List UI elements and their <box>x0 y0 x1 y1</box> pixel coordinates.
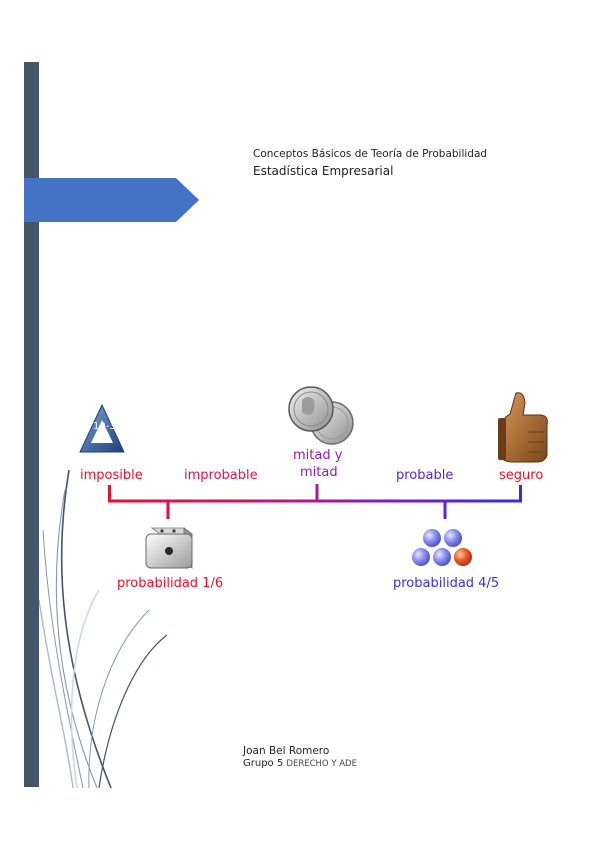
label-seguro: seguro <box>499 468 544 483</box>
label-improbable: improbable <box>184 468 258 483</box>
author-block: Joan Bel Romero Grupo 5 DERECHO Y ADE <box>243 745 357 769</box>
decorative-swirls <box>39 470 168 788</box>
cover-title-block: Conceptos Básicos de Teoría de Probabili… <box>253 148 487 178</box>
label-mitad-line1: mitad y <box>293 448 343 463</box>
impossible-triangle-icon: 10-3 <box>79 403 125 453</box>
thumbs-up-icon <box>498 392 548 463</box>
balls-icon <box>412 529 472 566</box>
author-group-prefix: Grupo 5 <box>243 758 284 769</box>
cover-sidebar-bar <box>24 62 39 787</box>
cover-accent-pentagon <box>24 178 199 222</box>
dice-icon <box>145 527 194 569</box>
label-imposible: imposible <box>80 468 143 483</box>
document-title: Conceptos Básicos de Teoría de Probabili… <box>253 148 488 160</box>
scale-line <box>108 484 522 519</box>
author-group: Grupo 5 DERECHO Y ADE <box>243 758 357 769</box>
coins-icon <box>288 386 354 445</box>
author-group-suffix: DERECHO Y ADE <box>286 759 357 769</box>
label-probabilidad-balls: probabilidad 4/5 <box>393 576 500 591</box>
document-subtitle: Estadística Empresarial <box>253 164 394 178</box>
triangle-label: 10-3 <box>93 421 116 432</box>
author-name: Joan Bel Romero <box>243 745 330 757</box>
label-probable: probable <box>396 468 454 483</box>
label-probabilidad-dice: probabilidad 1/6 <box>117 576 224 591</box>
label-mitad-line2: mitad <box>300 465 338 480</box>
